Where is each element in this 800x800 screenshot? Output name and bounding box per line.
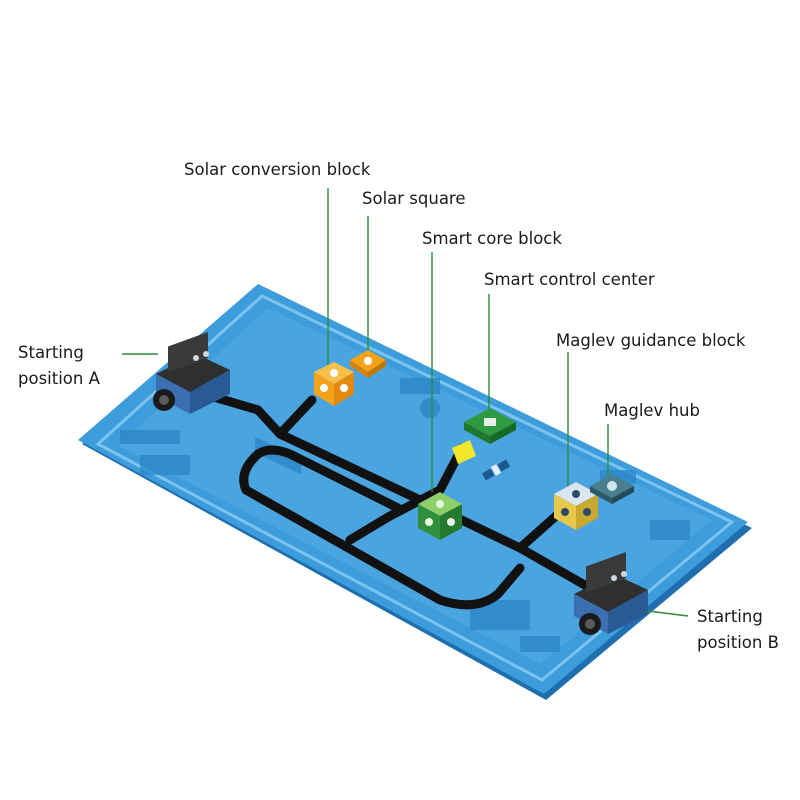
label-text-line-1: Starting (18, 343, 84, 362)
mat-building (650, 520, 690, 540)
track-loop (239, 449, 525, 610)
mat-building (520, 636, 560, 652)
maglev-hub-icon (590, 474, 634, 504)
solar-square-icon (350, 350, 386, 378)
label-solar-conversion-block: Solar conversion block (184, 157, 370, 183)
label-text: Smart core block (422, 229, 562, 248)
track-main-path (185, 385, 595, 593)
yellow-strip (452, 440, 476, 464)
track-upper-branch (275, 395, 317, 439)
label-text-line-2: position B (697, 633, 779, 652)
label-solar-square: Solar square (362, 186, 466, 212)
label-text: Maglev guidance block (556, 331, 746, 350)
satellite-icon (481, 459, 511, 481)
solar-conversion-block-icon (314, 362, 354, 406)
label-smart-core-block: Smart core block (422, 226, 562, 252)
label-text-line-1: Starting (697, 607, 763, 626)
smart-core-block-icon (418, 492, 462, 540)
label-text-line-2: position A (18, 369, 100, 388)
mat-building (400, 378, 440, 394)
label-smart-control-center: Smart control center (484, 267, 655, 293)
label-starting-position-a: Starting position A (18, 340, 100, 392)
label-maglev-hub: Maglev hub (604, 398, 700, 424)
label-text: Smart control center (484, 270, 655, 289)
robot-car-icon (153, 331, 230, 414)
track-maglev-branch (515, 511, 561, 553)
label-maglev-guidance-block: Maglev guidance block (556, 328, 745, 354)
label-starting-position-b: Starting position B (697, 604, 779, 656)
robot-car-icon (574, 551, 648, 635)
smart-control-center-icon (464, 408, 516, 444)
label-text: Solar conversion block (184, 160, 371, 179)
mat-building (140, 455, 190, 475)
line-track (185, 385, 595, 610)
label-text: Maglev hub (604, 401, 700, 420)
track-center-cross (345, 485, 445, 545)
label-text: Solar square (362, 189, 466, 208)
mat-inner-border (95, 294, 735, 682)
mat-building (120, 430, 180, 444)
mat-dish (420, 398, 440, 418)
maglev-guidance-block-icon (554, 482, 598, 530)
leader-lines (122, 188, 689, 617)
track-loop-top (253, 445, 403, 513)
